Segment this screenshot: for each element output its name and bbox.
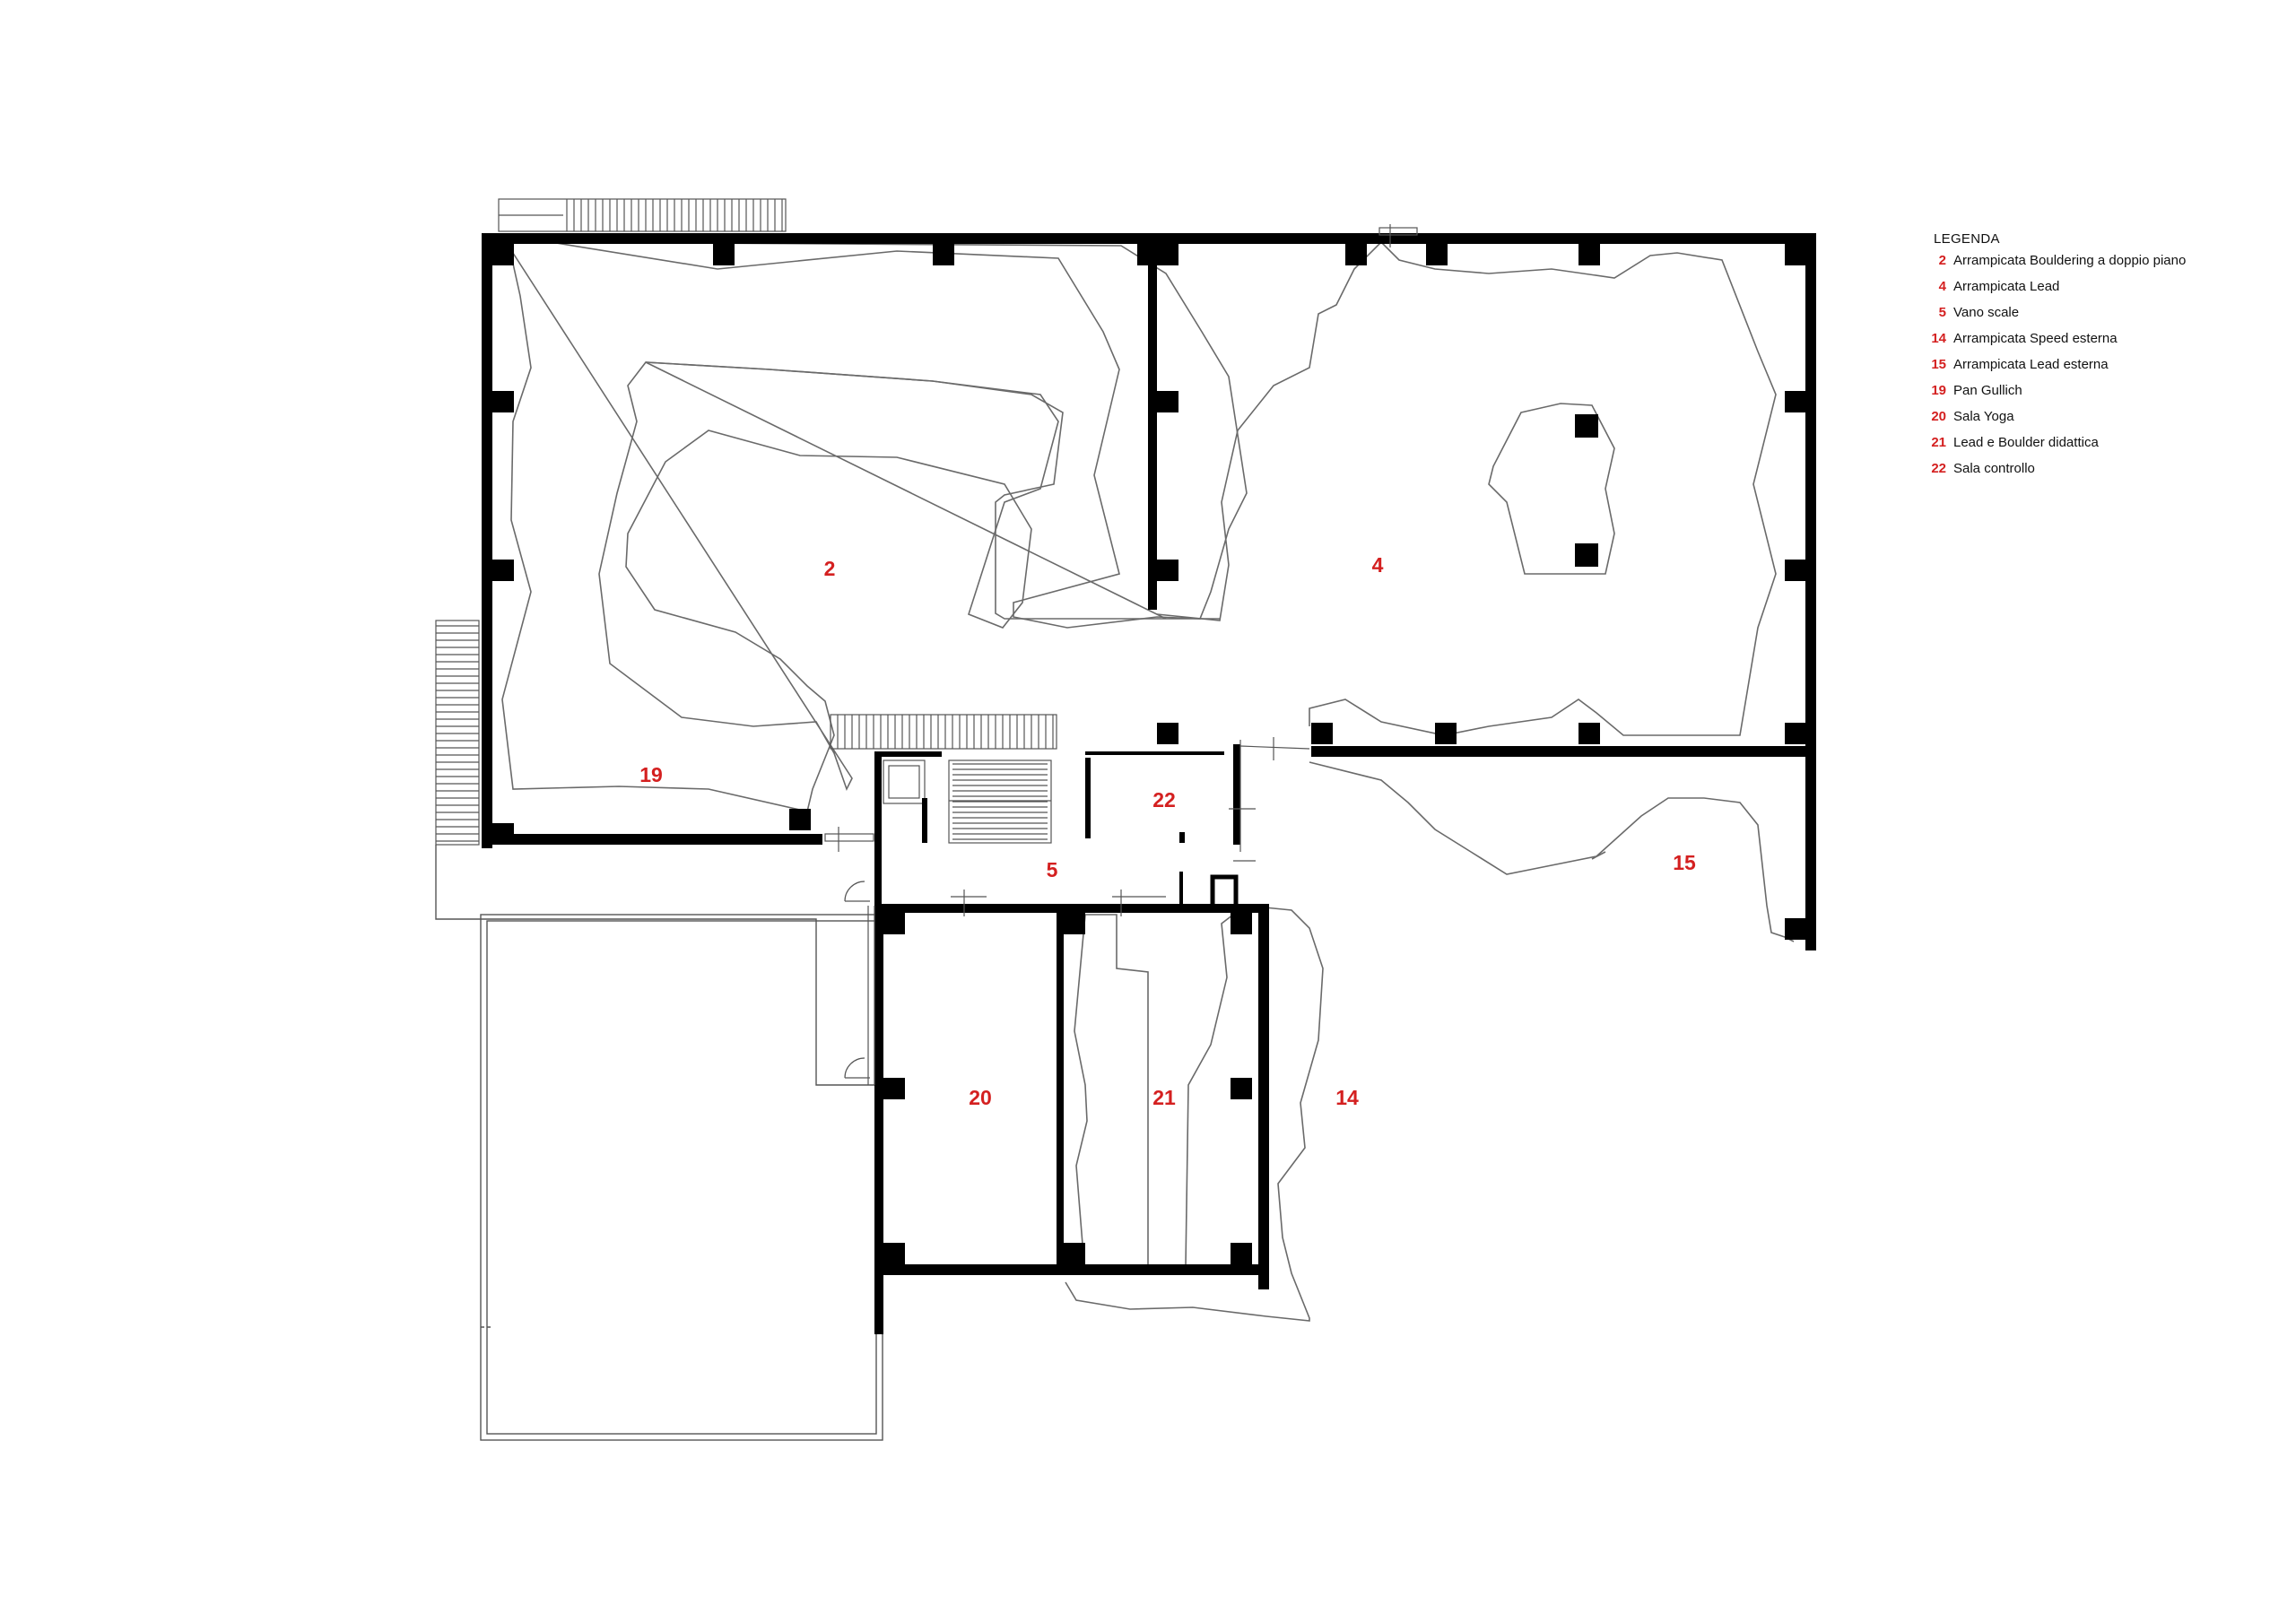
column bbox=[1231, 913, 1252, 934]
legend-item-number: 14 bbox=[1931, 331, 1946, 346]
column bbox=[1575, 414, 1598, 438]
room-label-5: 5 bbox=[1047, 858, 1058, 881]
legend-item-label: Arrampicata Lead esterna bbox=[1953, 357, 2109, 372]
column bbox=[1345, 244, 1367, 265]
legend: LEGENDA 2 Arrampicata Bouldering a doppio… bbox=[1919, 231, 2242, 487]
legend-item: 20 Sala Yoga bbox=[1919, 409, 2242, 435]
column bbox=[492, 244, 514, 265]
stair-internal bbox=[830, 714, 1057, 844]
stair-top bbox=[498, 198, 787, 232]
legend-item: 15 Arrampicata Lead esterna bbox=[1919, 357, 2242, 383]
legend-item-label: Arrampicata Lead bbox=[1953, 279, 2060, 294]
room-label-15: 15 bbox=[1673, 851, 1696, 874]
column bbox=[1785, 723, 1806, 744]
room-label-2: 2 bbox=[824, 557, 836, 580]
column bbox=[1435, 723, 1457, 744]
legend-item-number: 22 bbox=[1931, 461, 1946, 476]
room-label-14: 14 bbox=[1335, 1086, 1359, 1109]
legend-item: 5 Vano scale bbox=[1919, 305, 2242, 331]
column bbox=[1231, 1243, 1252, 1264]
legend-item-number: 15 bbox=[1931, 357, 1946, 372]
column bbox=[883, 1243, 905, 1264]
walls bbox=[482, 233, 1816, 1334]
legend-item: 2 Arrampicata Bouldering a doppio piano bbox=[1919, 253, 2242, 279]
column bbox=[1064, 1243, 1085, 1264]
column bbox=[492, 391, 514, 412]
legend-item-number: 5 bbox=[1938, 305, 1946, 320]
legend-item-label: Vano scale bbox=[1953, 305, 2020, 320]
column bbox=[1785, 244, 1806, 265]
legend-item-number: 21 bbox=[1931, 435, 1946, 450]
stair-left bbox=[435, 620, 480, 846]
legend-item-label: Sala controllo bbox=[1953, 461, 2035, 476]
legend-item: 4 Arrampicata Lead bbox=[1919, 279, 2242, 305]
column bbox=[1311, 723, 1333, 744]
legend-item: 14 Arrampicata Speed esterna bbox=[1919, 331, 2242, 357]
column bbox=[1578, 244, 1600, 265]
room-labels: 2 4 5 14 15 19 20 21 22 bbox=[639, 553, 1696, 1109]
doors bbox=[824, 224, 1418, 1085]
legend-item-number: 19 bbox=[1931, 383, 1946, 398]
column bbox=[492, 560, 514, 581]
legend-title: LEGENDA bbox=[1934, 231, 2000, 247]
legend-item-number: 20 bbox=[1931, 409, 1946, 424]
legend-item-label: Lead e Boulder didattica bbox=[1953, 435, 2099, 450]
legend-item-number: 4 bbox=[1938, 279, 1946, 294]
room-label-21: 21 bbox=[1152, 1086, 1176, 1109]
column bbox=[789, 809, 811, 830]
legend-item-label: Pan Gullich bbox=[1953, 383, 2022, 398]
column bbox=[883, 1078, 905, 1099]
legend-item-number: 2 bbox=[1938, 253, 1946, 268]
column bbox=[1785, 918, 1806, 940]
legend-item: 22 Sala controllo bbox=[1919, 461, 2242, 487]
room-label-19: 19 bbox=[639, 763, 663, 786]
column bbox=[713, 244, 735, 265]
column bbox=[1785, 391, 1806, 412]
room-label-22: 22 bbox=[1152, 788, 1176, 812]
terrace bbox=[435, 845, 883, 1441]
wall-outlines bbox=[501, 240, 1795, 1322]
column bbox=[1785, 560, 1806, 581]
column bbox=[1064, 913, 1085, 934]
column bbox=[1426, 244, 1448, 265]
column bbox=[1157, 391, 1178, 412]
legend-item: 21 Lead e Boulder didattica bbox=[1919, 435, 2242, 461]
legend-item-label: Sala Yoga bbox=[1953, 409, 2014, 424]
column bbox=[1157, 723, 1178, 744]
legend-item-label: Arrampicata Bouldering a doppio piano bbox=[1953, 253, 2187, 268]
legend-item-label: Arrampicata Speed esterna bbox=[1953, 331, 2118, 346]
column bbox=[1137, 244, 1159, 265]
legend-item: 19 Pan Gullich bbox=[1919, 383, 2242, 409]
column bbox=[1575, 543, 1598, 567]
column bbox=[1578, 723, 1600, 744]
column bbox=[933, 244, 954, 265]
room-label-20: 20 bbox=[969, 1086, 992, 1109]
columns bbox=[492, 244, 1806, 1264]
column bbox=[883, 913, 905, 934]
column bbox=[492, 823, 514, 845]
room-label-4: 4 bbox=[1372, 553, 1384, 577]
column bbox=[1157, 244, 1178, 265]
column bbox=[1231, 1078, 1252, 1099]
column bbox=[1157, 560, 1178, 581]
